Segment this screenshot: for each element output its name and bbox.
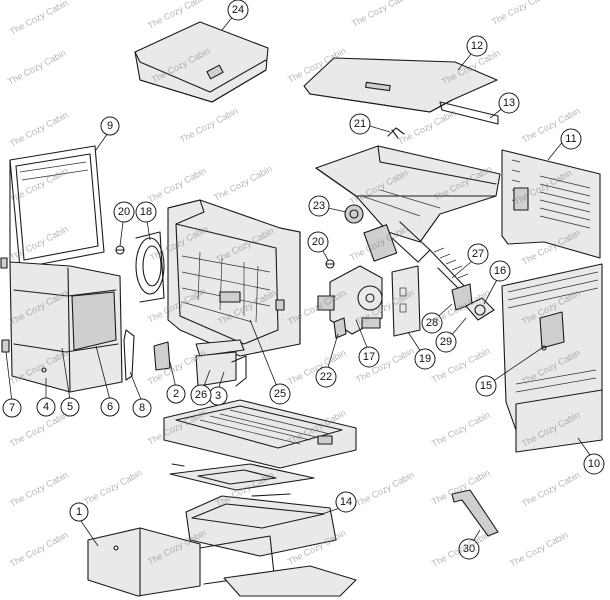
- callout-29: 29: [435, 331, 457, 353]
- part-leg: [451, 489, 499, 537]
- svg-text:23: 23: [313, 200, 325, 212]
- svg-text:19: 19: [419, 353, 431, 365]
- callout-30: 30: [458, 538, 480, 560]
- callout-18: 18: [135, 201, 157, 223]
- svg-text:7: 7: [9, 402, 15, 414]
- svg-text:3: 3: [215, 390, 221, 402]
- callout-20-right: 20: [307, 231, 329, 253]
- callout-15: 15: [475, 375, 497, 397]
- part-combustion-blower: [344, 204, 364, 224]
- callout-9: 9: [100, 116, 120, 136]
- svg-text:18: 18: [140, 206, 152, 218]
- callout-14: 14: [335, 491, 357, 513]
- callout-7: 7: [2, 398, 22, 418]
- callout-4: 4: [36, 397, 56, 417]
- callout-24: 24: [227, 0, 249, 21]
- callout-12: 12: [466, 35, 488, 57]
- svg-text:6: 6: [107, 401, 113, 413]
- svg-text:2: 2: [173, 388, 179, 400]
- callout-22: 22: [315, 366, 337, 388]
- part-base-plate: [169, 463, 315, 497]
- callout-11: 11: [560, 128, 582, 150]
- part-side-tab: [0, 257, 8, 269]
- part-clip: [387, 127, 405, 139]
- part-top-panel: [303, 57, 499, 125]
- part-ash-parts: [153, 339, 247, 387]
- svg-text:10: 10: [588, 458, 600, 470]
- svg-text:22: 22: [320, 371, 332, 383]
- svg-text:20: 20: [312, 236, 324, 248]
- part-door-frame: [9, 145, 105, 269]
- part-small-block: [1, 339, 10, 353]
- svg-text:28: 28: [426, 317, 438, 329]
- svg-text:24: 24: [232, 4, 244, 16]
- svg-text:17: 17: [363, 351, 375, 363]
- part-switch: [333, 317, 347, 339]
- callout-23: 23: [308, 195, 330, 217]
- part-lower-door: [9, 261, 123, 393]
- part-ring: [135, 231, 165, 303]
- svg-text:21: 21: [354, 118, 366, 130]
- callout-25: 25: [269, 383, 291, 405]
- callout-5: 5: [60, 397, 80, 417]
- svg-text:20: 20: [118, 206, 130, 218]
- callout-27: 27: [467, 243, 489, 265]
- part-convection-blower: [317, 265, 383, 335]
- part-back-panel: [501, 149, 601, 259]
- callout-13: 13: [498, 92, 520, 114]
- part-control-board: [391, 265, 421, 337]
- part-pedestal: [87, 527, 357, 597]
- callout-8: 8: [132, 398, 152, 418]
- svg-text:13: 13: [503, 97, 515, 109]
- callout-21: 21: [349, 113, 371, 135]
- svg-text:29: 29: [440, 336, 452, 348]
- callout-10: 10: [583, 453, 605, 475]
- svg-text:14: 14: [340, 496, 352, 508]
- svg-text:26: 26: [195, 389, 207, 401]
- svg-text:15: 15: [480, 380, 492, 392]
- callout-28: 28: [421, 312, 443, 334]
- part-handle: [123, 329, 135, 381]
- callout-3: 3: [208, 386, 228, 406]
- svg-text:27: 27: [472, 248, 484, 260]
- part-firebox: [167, 199, 301, 357]
- callout-17: 17: [358, 346, 380, 368]
- svg-text:5: 5: [67, 401, 73, 413]
- svg-text:12: 12: [471, 40, 483, 52]
- callout-6: 6: [100, 397, 120, 417]
- svg-text:11: 11: [565, 133, 576, 145]
- callout-16: 16: [489, 260, 511, 282]
- part-ash-pan: [185, 495, 337, 557]
- svg-text:8: 8: [139, 402, 145, 414]
- part-lid: [134, 21, 269, 103]
- svg-text:9: 9: [107, 120, 113, 132]
- svg-text:25: 25: [274, 388, 286, 400]
- svg-text:4: 4: [43, 401, 49, 413]
- callout-26: 26: [190, 384, 212, 406]
- callout-19: 19: [414, 348, 436, 370]
- svg-text:1: 1: [76, 506, 82, 518]
- part-tray-frame: [163, 399, 357, 469]
- callout-20-left: 20: [113, 201, 135, 223]
- part-auger-motor: [451, 283, 495, 321]
- svg-text:30: 30: [463, 543, 475, 555]
- part-side-panel: [501, 263, 603, 431]
- part-fastener-right: [325, 259, 335, 269]
- callout-1: 1: [69, 502, 89, 522]
- svg-text:16: 16: [494, 265, 506, 277]
- part-lower-side-panel: [515, 389, 603, 453]
- callout-2: 2: [166, 384, 186, 404]
- part-fastener-left: [115, 245, 125, 255]
- part-hopper: [315, 145, 501, 263]
